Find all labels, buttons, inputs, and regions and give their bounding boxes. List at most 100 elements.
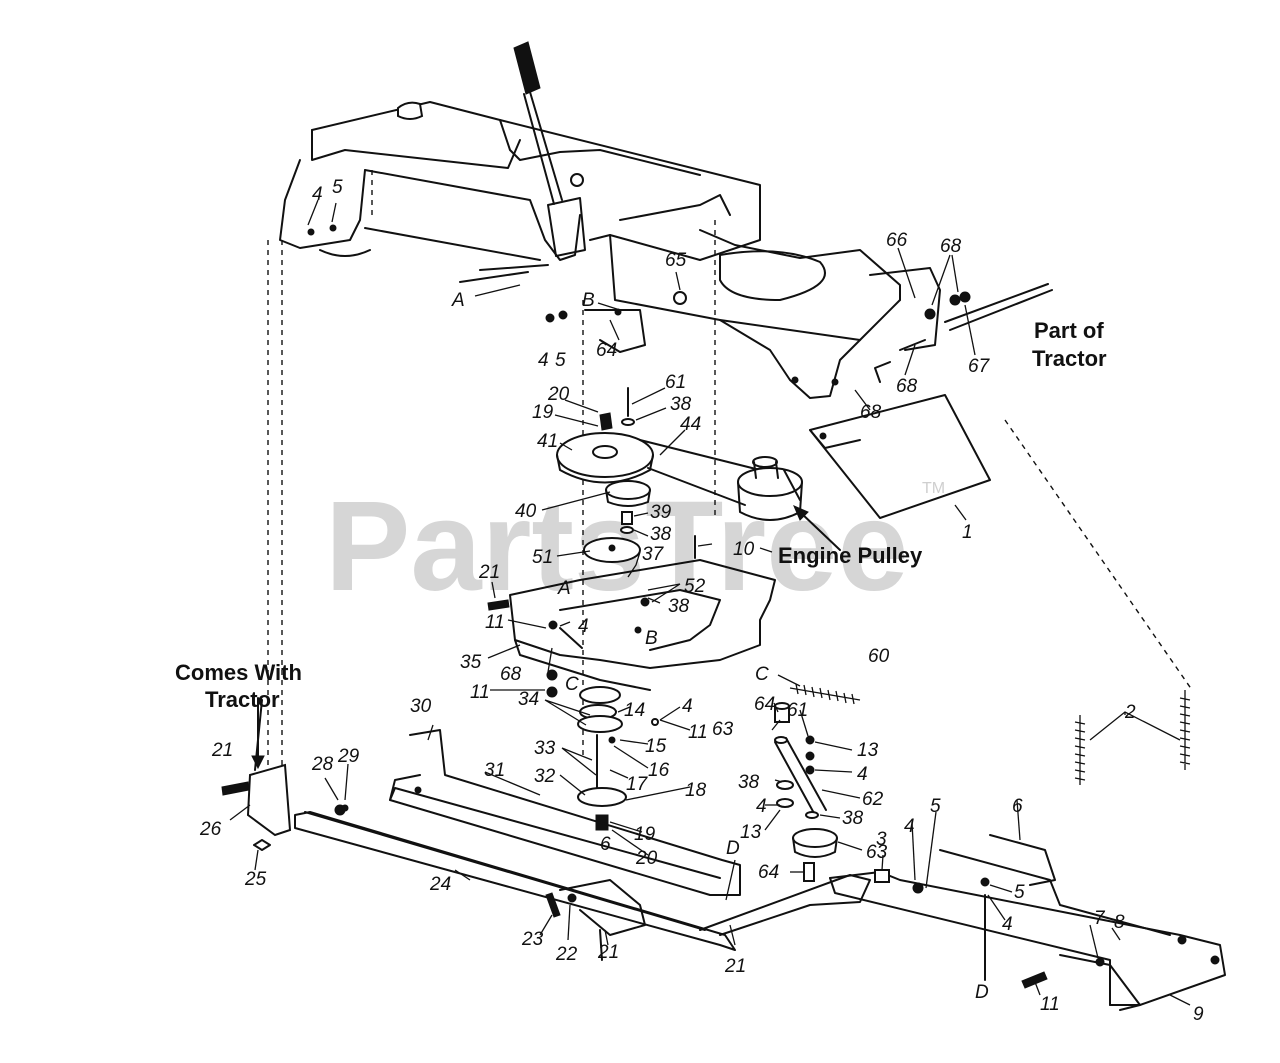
part-label: 5 [555,350,566,371]
part-label: 26 [199,819,222,840]
part-label: 6 [600,834,611,855]
part-label: 38 [668,596,690,617]
lower-support [221,699,871,951]
part-label: 4 [904,816,915,837]
part-label: C [755,664,769,685]
tractor-rod [869,267,1053,383]
part-label: 65 [665,250,687,271]
alignment-lines [267,170,1193,830]
part-label: 19 [532,402,554,423]
callout-part-of-tractor-line1: Part of [1034,318,1104,343]
part-label: B [645,628,658,649]
callout-text: Part of Tractor Engine Pulley Comes With… [175,318,1107,712]
part-label: 51 [532,547,553,568]
part-label: 64 [596,340,617,361]
part-label: A [451,290,465,311]
pivot-stack [546,669,659,831]
part-label: 18 [685,780,707,801]
pulley-belt [556,387,803,563]
part-label: D [975,982,989,1003]
tractor-frame [279,101,901,399]
part-label: 68 [896,376,918,397]
part-label: 23 [521,929,544,950]
part-label: 10 [733,539,755,560]
part-label: 37 [642,544,665,565]
part-label: 44 [680,414,701,435]
part-label: C [565,674,579,695]
part-label: 4 [538,350,549,371]
part-label: B [582,290,595,311]
part-label: 4 [756,796,767,817]
part-label: 4 [1002,914,1013,935]
callout-arrows [251,505,841,770]
part-label: 6 [1012,796,1023,817]
part-label: 62 [862,789,884,810]
deck-hanger [829,834,1226,1011]
part-label: 15 [645,736,667,757]
callout-engine-pulley: Engine Pulley [778,543,923,568]
part-label: 68 [860,402,882,423]
part-label: 28 [311,754,334,775]
part-label: 5 [332,177,343,198]
part-label: 41 [537,431,558,452]
leader-lines [221,199,1191,1006]
part-label: 21 [211,740,233,761]
part-label: 4 [578,616,589,637]
part-label: 32 [534,766,556,787]
part-label: 13 [857,740,879,761]
part-label: 11 [470,682,490,703]
part-label: 38 [842,808,864,829]
part-label: 9 [1193,1004,1204,1025]
part-label: 1 [962,522,973,543]
idler-arm [389,729,741,896]
part-label: 30 [410,696,432,717]
part-label: 19 [634,824,656,845]
part-label: 68 [940,236,962,257]
part-label: 4 [312,184,323,205]
part-label: 8 [1114,912,1125,933]
part-label: 14 [624,700,645,721]
part-label: 68 [500,664,522,685]
part-label: 13 [740,822,762,843]
part-label: 11 [688,722,708,743]
callout-comes-with-tractor-line1: Comes With [175,660,302,685]
part-labels: 4 5 A B 4 5 64 65 66 68 67 68 68 1 61 38… [199,177,1204,1025]
part-label: 67 [968,356,991,377]
part-label: 31 [484,760,505,781]
part-label: 11 [485,612,505,633]
watermark-tm: TM [922,480,945,497]
part-label: 52 [684,576,706,597]
part-label: 66 [886,230,908,251]
part-label: 22 [555,944,578,965]
callout-comes-with-tractor-line2: Tractor [205,687,280,712]
part-label: 25 [244,869,267,890]
part-label: 33 [534,738,556,759]
part-label: 21 [597,942,619,963]
part-label: 4 [682,696,693,717]
part-label: 7 [1094,908,1106,929]
part-label: 17 [626,774,649,795]
spring-53 [789,683,861,705]
lift-lever [513,41,586,257]
callout-part-of-tractor-line2: Tractor [1032,346,1107,371]
part-label: 38 [650,524,672,545]
part-label: 4 [857,764,868,785]
part-label: 24 [429,874,451,895]
idler-bracket [487,559,776,691]
part-label: 3 [876,829,887,850]
part-label: 11 [1040,994,1060,1015]
part-label: 20 [635,848,658,869]
part-label: 21 [724,956,746,977]
part-label: 64 [754,694,775,715]
belt-guard [809,394,991,519]
part-label: 61 [665,372,686,393]
part-label: 64 [758,862,779,883]
part-label: 29 [337,746,360,767]
part-label: 21 [478,562,500,583]
part-label: 63 [866,842,888,863]
part-label: 38 [670,394,692,415]
part-label: 39 [650,502,672,523]
part-label: A [557,578,571,599]
part-label: 40 [515,501,537,522]
